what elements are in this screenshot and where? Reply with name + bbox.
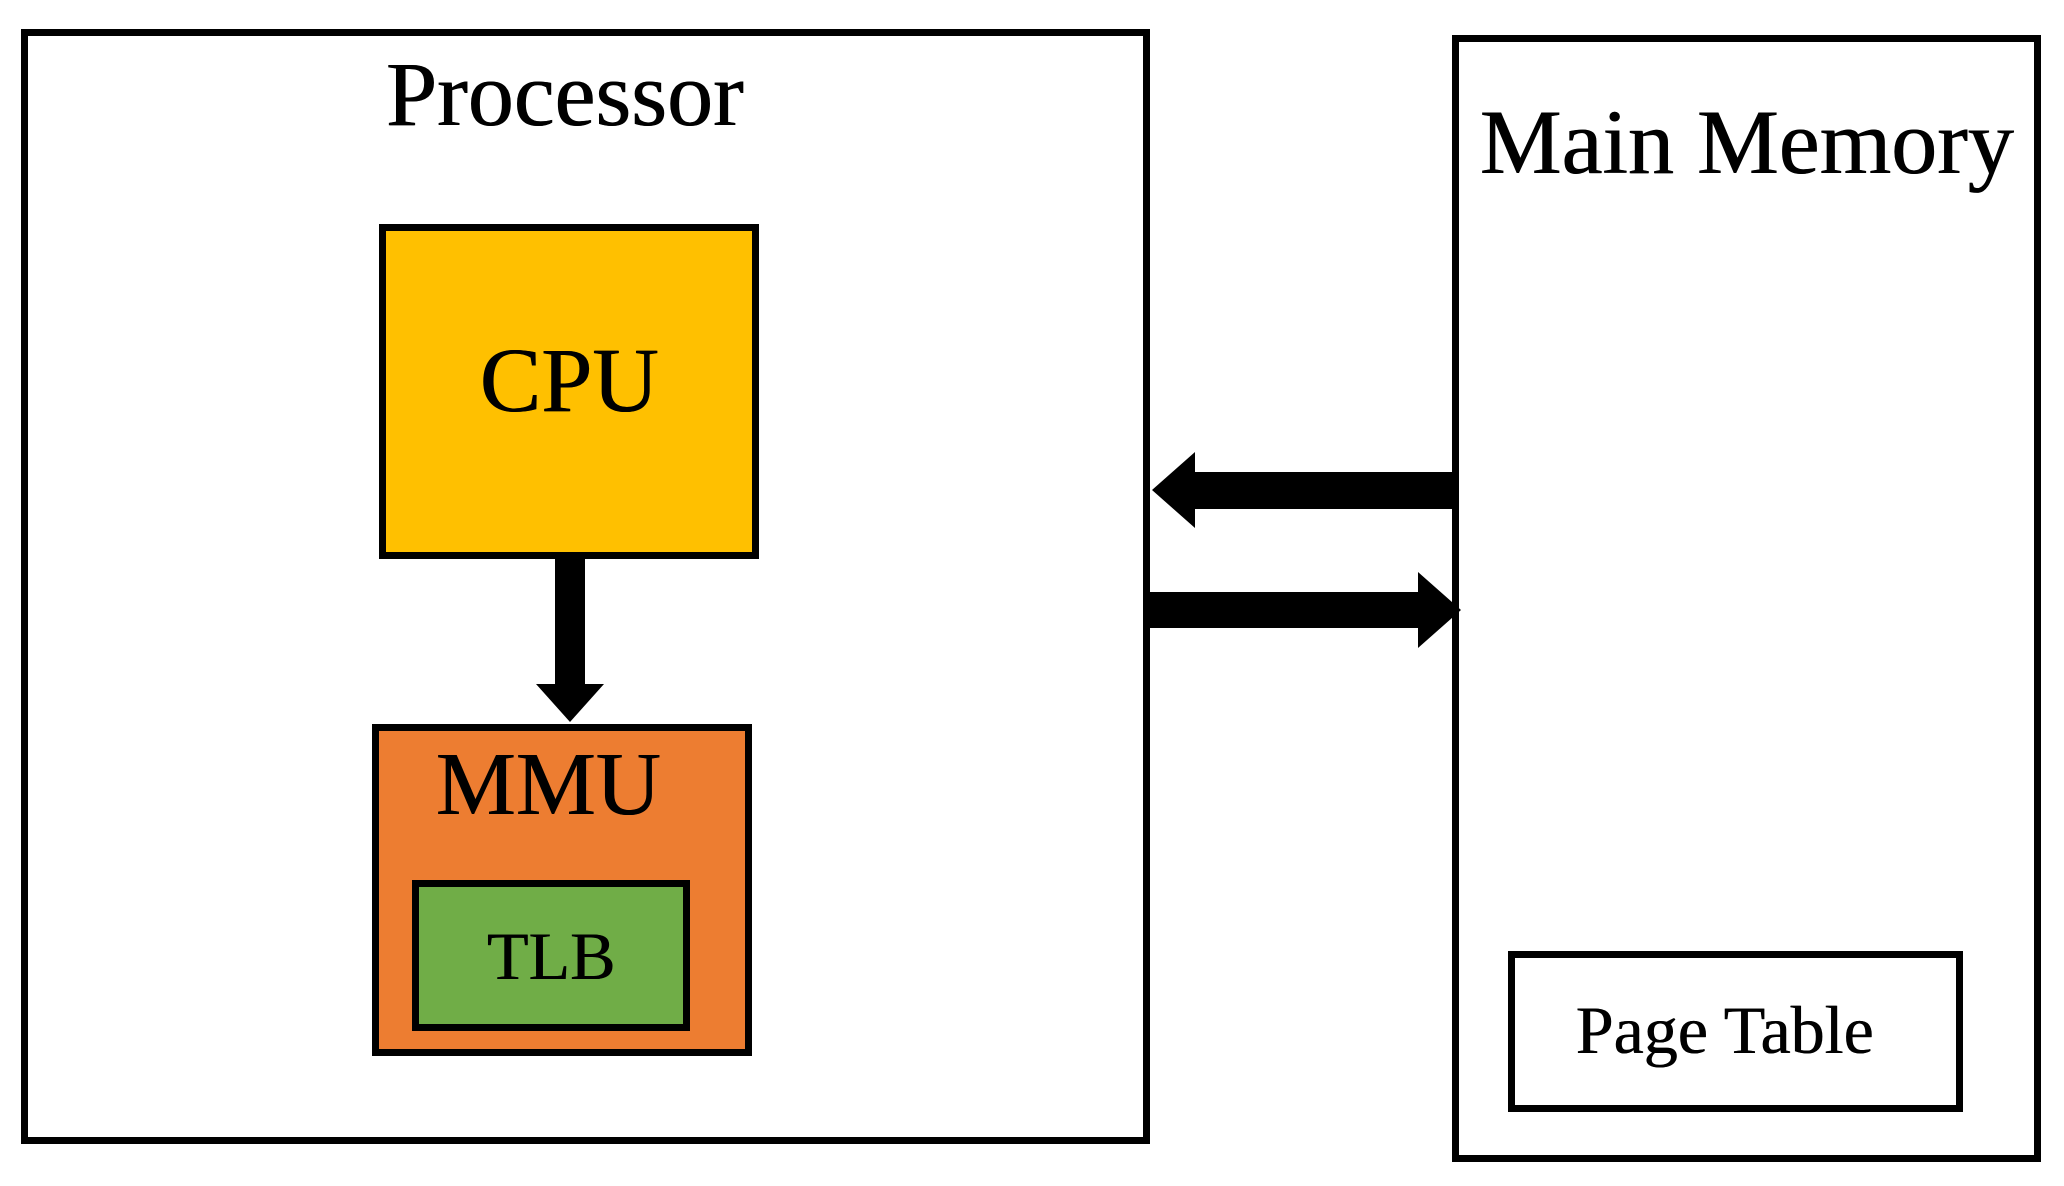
- processor-label: Processor: [385, 43, 744, 145]
- main-memory-label: Main Memory: [1479, 91, 2014, 193]
- arrow-cpu-to-mmu: [536, 559, 604, 722]
- tlb-label: TLB: [486, 918, 616, 994]
- arrow-processor-to-memory: [1150, 572, 1461, 648]
- cpu-box: [379, 224, 759, 559]
- cpu-label: CPU: [479, 329, 659, 431]
- page-table-label: Page Table: [1575, 992, 1874, 1068]
- tlb-box: [412, 880, 690, 1031]
- mmu-label: MMU: [435, 735, 661, 834]
- page-table-box: [1508, 951, 1963, 1112]
- arrow-memory-to-processor: [1152, 452, 1452, 528]
